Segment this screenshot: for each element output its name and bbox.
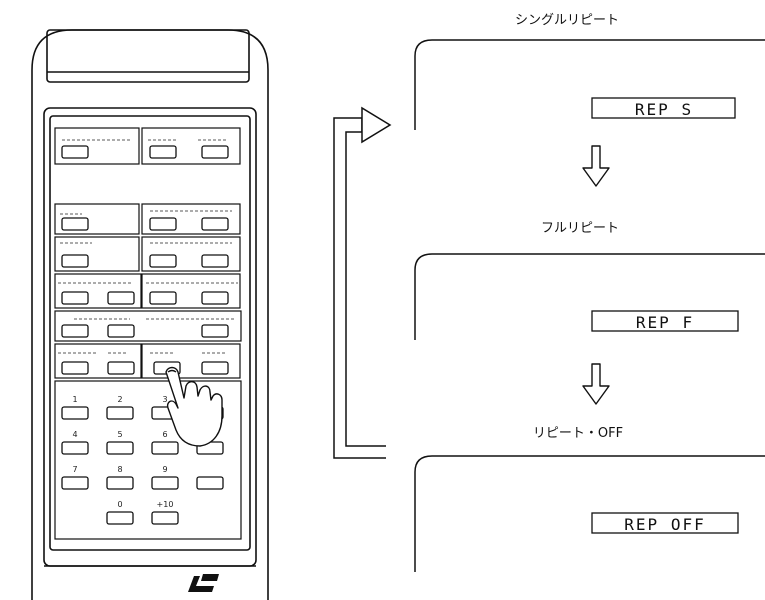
display-text-off: REP OFF <box>624 515 705 534</box>
keypad-key-1[interactable]: 1 <box>61 395 89 420</box>
loop-arrow <box>333 106 392 459</box>
keypad-key-label: 9 <box>162 465 167 474</box>
button-a-b[interactable] <box>201 361 229 375</box>
down-arrow-icon <box>582 363 610 405</box>
button-search-left[interactable] <box>61 254 89 268</box>
display-box-full <box>591 310 739 332</box>
arrow-right-icon <box>361 106 392 144</box>
button-speed-up[interactable] <box>107 324 135 338</box>
button-skip-prev[interactable] <box>149 291 177 305</box>
keypad-key-6[interactable]: 6 <box>151 430 179 455</box>
keypad-key-8[interactable]: 8 <box>106 465 134 490</box>
button-chapter-track-prev[interactable] <box>149 217 177 231</box>
display-panel-single <box>414 39 765 130</box>
keypad-key-label: 8 <box>117 465 122 474</box>
keypad-key-5[interactable]: 5 <box>106 430 134 455</box>
button-play[interactable] <box>201 145 229 159</box>
mode-label-full: フルリピート <box>541 221 619 236</box>
keypad-key-4[interactable]: 4 <box>61 430 89 455</box>
keypad-key-label: 6 <box>162 430 167 439</box>
keypad-key-label: 1 <box>72 395 77 404</box>
mode-label-single: シングルリピート <box>515 13 619 28</box>
button-audio-2[interactable] <box>107 291 135 305</box>
button-memory[interactable] <box>107 361 135 375</box>
display-text-full: REP F <box>636 313 694 332</box>
function-buttons <box>61 145 229 375</box>
button-group-frames <box>54 127 242 540</box>
keypad-key-0[interactable]: 0 <box>106 500 134 525</box>
button-frame-1[interactable] <box>61 217 89 231</box>
keypad-key-label: +10 <box>157 500 174 509</box>
button-still-step[interactable] <box>149 145 177 159</box>
keypad-key-label: 4 <box>72 430 77 439</box>
button-chapter-track-next[interactable] <box>201 217 229 231</box>
button-display[interactable] <box>61 361 89 375</box>
ir-window <box>46 29 250 83</box>
keypad-key-label: 2 <box>117 395 122 404</box>
button-open-close-play[interactable] <box>61 145 89 159</box>
button-search-prev[interactable] <box>149 254 177 268</box>
keypad-key-label: 7 <box>72 465 77 474</box>
button-search-next[interactable] <box>201 254 229 268</box>
mode-label-off: リピート・OFF <box>533 426 623 441</box>
keypad-key-2[interactable]: 2 <box>106 395 134 420</box>
display-panel-full <box>414 253 765 340</box>
button-audio-1[interactable] <box>61 291 89 305</box>
display-panel-off <box>414 455 765 572</box>
keypad-key-label: 0 <box>117 500 122 509</box>
keypad-key-label: 5 <box>117 430 122 439</box>
button-speed-down[interactable] <box>61 324 89 338</box>
button-multi-speed-play[interactable] <box>201 324 229 338</box>
display-text-single: REP S <box>635 100 693 119</box>
down-arrow-icon <box>582 145 610 187</box>
keypad-key-function[interactable] <box>196 476 224 490</box>
brand-logo <box>188 574 219 592</box>
display-box-single <box>591 97 736 119</box>
panel-captions <box>58 139 238 354</box>
keypad-key-7[interactable]: 7 <box>61 465 89 490</box>
hand-icon <box>165 366 223 447</box>
keypad-key-label: 3 <box>162 395 167 404</box>
keypad-key-plus10[interactable]: +10 <box>151 500 179 525</box>
keypad-key-9[interactable]: 9 <box>151 465 179 490</box>
remote-control <box>31 29 269 600</box>
display-box-off <box>591 512 739 534</box>
button-skip-next[interactable] <box>201 291 229 305</box>
